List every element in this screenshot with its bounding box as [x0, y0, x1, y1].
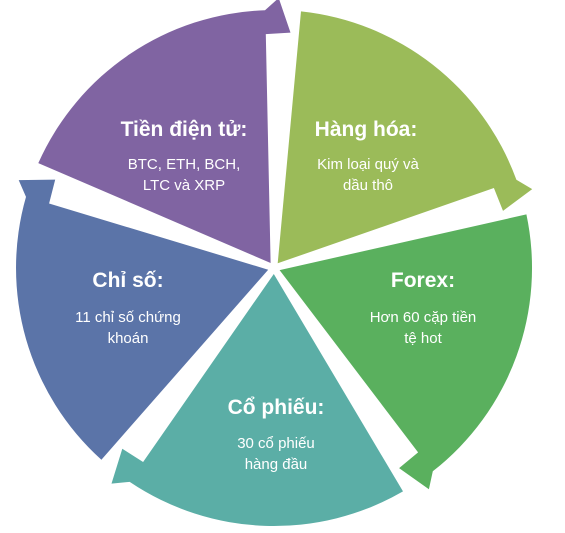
- segment-stocks: [111, 274, 403, 526]
- crypto-title: Tiền điện tử:: [120, 118, 248, 141]
- stocks-line-2: hàng đầu: [244, 456, 308, 473]
- indices-line-1: 11 chỉ số chứng: [75, 309, 181, 326]
- segment-indices: [16, 179, 269, 460]
- segment-commodities: [277, 11, 533, 264]
- forex-description: Hơn 60 cặp tiền tệ hot: [343, 307, 503, 349]
- forex-line-1: Hơn 60 cặp tiền: [369, 309, 477, 326]
- commodities-line-1: Kim loại quý và: [317, 156, 419, 173]
- commodities-description: Kim loại quý và dầu thô: [288, 154, 448, 196]
- crypto-description: BTC, ETH, BCH, LTC và XRP: [99, 154, 269, 196]
- forex-title: Forex:: [390, 269, 456, 292]
- indices-description: 11 chỉ số chứng khoán: [48, 307, 208, 349]
- indices-title: Chỉ số:: [92, 269, 164, 292]
- crypto-line-2: LTC và XRP: [142, 177, 226, 194]
- segment-forex: [279, 214, 533, 490]
- crypto-line-1: BTC, ETH, BCH,: [127, 156, 241, 173]
- commodities-line-2: dầu thô: [342, 177, 394, 194]
- stocks-line-1: 30 cổ phiếu: [237, 435, 315, 452]
- stocks-description: 30 cổ phiếu hàng đầu: [196, 433, 356, 475]
- forex-line-2: tệ hot: [404, 330, 442, 347]
- commodities-title: Hàng hóa:: [314, 118, 418, 141]
- indices-line-2: khoán: [107, 330, 149, 347]
- stocks-title: Cổ phiếu:: [227, 396, 325, 419]
- segment-crypto: [38, 0, 291, 263]
